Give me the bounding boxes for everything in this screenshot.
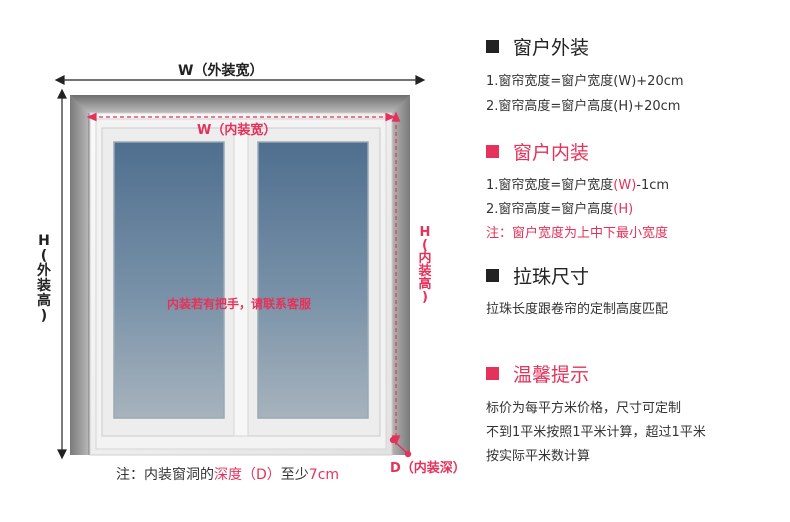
bottom-note: 注：内装窗洞的深度（D）至少7cm [116, 467, 340, 483]
square-bullet-icon [486, 40, 499, 53]
outside-height-rule: 2.窗帘高度=窗户高度(H)+20cm [486, 99, 681, 114]
section-title-bead-chain: 拉珠尺寸 [486, 262, 589, 289]
depth-label: D（内装深） [390, 461, 466, 476]
depth-dimension [389, 436, 412, 458]
bead-chain-note: 拉珠长度跟卷帘的定制高度匹配 [486, 302, 669, 317]
outer-width-dimension [54, 75, 426, 85]
inside-height-rule: 2.窗帘高度=窗户高度(H) [486, 202, 634, 217]
section-title-inside-mount: 窗户内装 [486, 138, 589, 165]
tip-line-1: 标价为每平方米价格，尺寸可定制 [486, 401, 682, 416]
square-bullet-icon [486, 367, 499, 380]
inside-width-note: 注：窗户宽度为上中下最小宽度 [486, 226, 669, 241]
square-bullet-icon [486, 145, 499, 158]
square-bullet-icon [486, 269, 499, 282]
left-glass-pane [113, 141, 225, 419]
inner-height-label: H ( 内 装 高 ) [418, 225, 432, 305]
outer-width-label: W（外装宽） [178, 63, 264, 79]
inner-width-dimension [86, 112, 396, 122]
tip-line-3: 按实际平米数计算 [486, 449, 591, 464]
handle-note: 内装若有把手，请联系客服 [167, 297, 312, 311]
right-glass-pane [257, 141, 369, 419]
outer-height-label: H ( 外 装 高 ) [37, 233, 51, 324]
tip-line-2: 不到1平米按照1平米计算，超过1平米 [486, 425, 706, 440]
outer-height-dimension [57, 88, 67, 460]
section-title-tips: 温馨提示 [486, 360, 589, 387]
section-title-outside-mount: 窗户外装 [486, 33, 589, 60]
inside-width-rule: 1.窗帘宽度=窗户宽度(W)-1cm [486, 178, 670, 193]
window-diagram [54, 75, 426, 460]
inner-width-label: W（内装宽） [197, 123, 277, 138]
outside-width-rule: 1.窗帘宽度=窗户宽度(W)+20cm [486, 74, 684, 89]
